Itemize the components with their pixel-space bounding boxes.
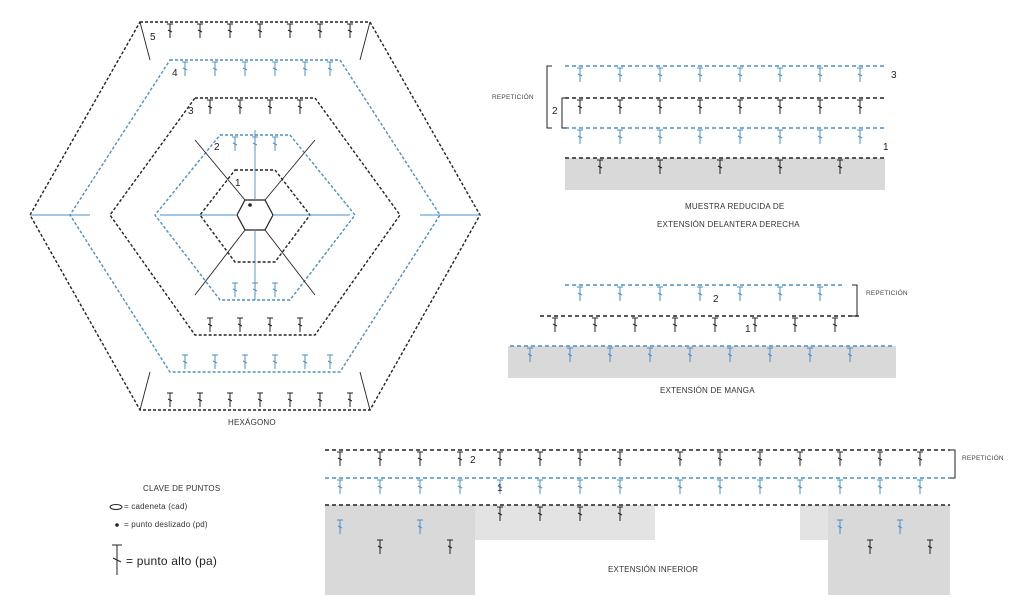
hexagon-stitch-fans xyxy=(30,21,480,411)
hexagon-round-2 xyxy=(154,134,356,301)
hexagon-start-slip xyxy=(248,203,252,207)
stitch-key-dc-label: = punto alto (pa) xyxy=(126,554,218,568)
front-ext-row-label-3: 3 xyxy=(891,70,897,81)
hexagon-diagram xyxy=(29,21,481,411)
hexagon-round-5 xyxy=(29,21,481,411)
stitch-key-slip-label: = punto deslizado (pd) xyxy=(124,520,208,529)
double-crochet-icon xyxy=(112,544,122,575)
bottom-ext-repeat-label: REPETICIÓN xyxy=(962,455,1004,462)
hexagon-round-label-5: 5 xyxy=(150,32,156,43)
hexagon-dc-bottom-row xyxy=(166,282,354,408)
hexagon-round-4 xyxy=(69,59,441,373)
front-ext-repeat-bracket xyxy=(546,65,552,129)
sleeve-ext-repeat-label: REPETICIÓN xyxy=(866,290,908,297)
chain-stitch-icon xyxy=(109,504,123,510)
bottom-extension-diagram xyxy=(325,449,956,595)
sleeve-ext-repeat-bracket xyxy=(852,284,858,317)
sleeve-ext-row-label-2: 2 xyxy=(713,294,719,305)
bottom-ext-row-label-2: 2 xyxy=(470,455,476,466)
front-ext-repeat-label: REPETICIÓN xyxy=(492,94,534,101)
front-ext-row2-bracket xyxy=(561,97,566,129)
sleeve-ext-title: EXTENSIÓN DE MANGA xyxy=(660,386,755,395)
sleeve-ext-row-label-1: 1 xyxy=(745,324,751,335)
bottom-ext-right-block-shade xyxy=(828,505,950,595)
slip-stitch-icon xyxy=(115,523,119,527)
hexagon-round-1 xyxy=(199,169,311,263)
front-extension-diagram xyxy=(546,65,885,190)
front-ext-row-label-1: 1 xyxy=(883,142,889,153)
hexagon-round-label-1: 1 xyxy=(235,178,241,189)
stitch-key-chain-label: = cadeneta (cad) xyxy=(124,502,188,511)
hexagon-dc-top-row xyxy=(166,23,354,152)
bottom-ext-mid-shade xyxy=(475,505,655,540)
bottom-ext-repeat-bracket xyxy=(950,449,956,479)
bottom-ext-title: EXTENSIÓN INFERIOR xyxy=(608,565,699,574)
hexagon-round-label-3: 3 xyxy=(188,106,194,117)
hexagon-round-label-2: 2 xyxy=(214,142,220,153)
hexagon-round-3 xyxy=(109,97,401,336)
front-ext-title: EXTENSIÓN DELANTERA DERECHA xyxy=(657,220,800,229)
bottom-ext-row-label-1: 1 xyxy=(497,483,503,494)
hexagon-title: HEXÁGONO xyxy=(228,418,276,427)
stitch-key-title: CLAVE DE PUNTOS xyxy=(143,484,221,493)
hexagon-center-ring xyxy=(236,199,274,231)
bottom-ext-left-shade xyxy=(325,505,475,595)
stitch-key-symbols xyxy=(109,504,123,575)
front-ext-sample-label: MUESTRA REDUCIDA DE xyxy=(685,202,785,211)
front-ext-row-label-2: 2 xyxy=(552,106,558,117)
sleeve-extension-base-shade xyxy=(508,346,896,378)
sleeve-extension-diagram xyxy=(508,284,896,378)
hexagon-round-label-4: 4 xyxy=(172,68,178,79)
front-extension-base-shade xyxy=(565,158,885,190)
